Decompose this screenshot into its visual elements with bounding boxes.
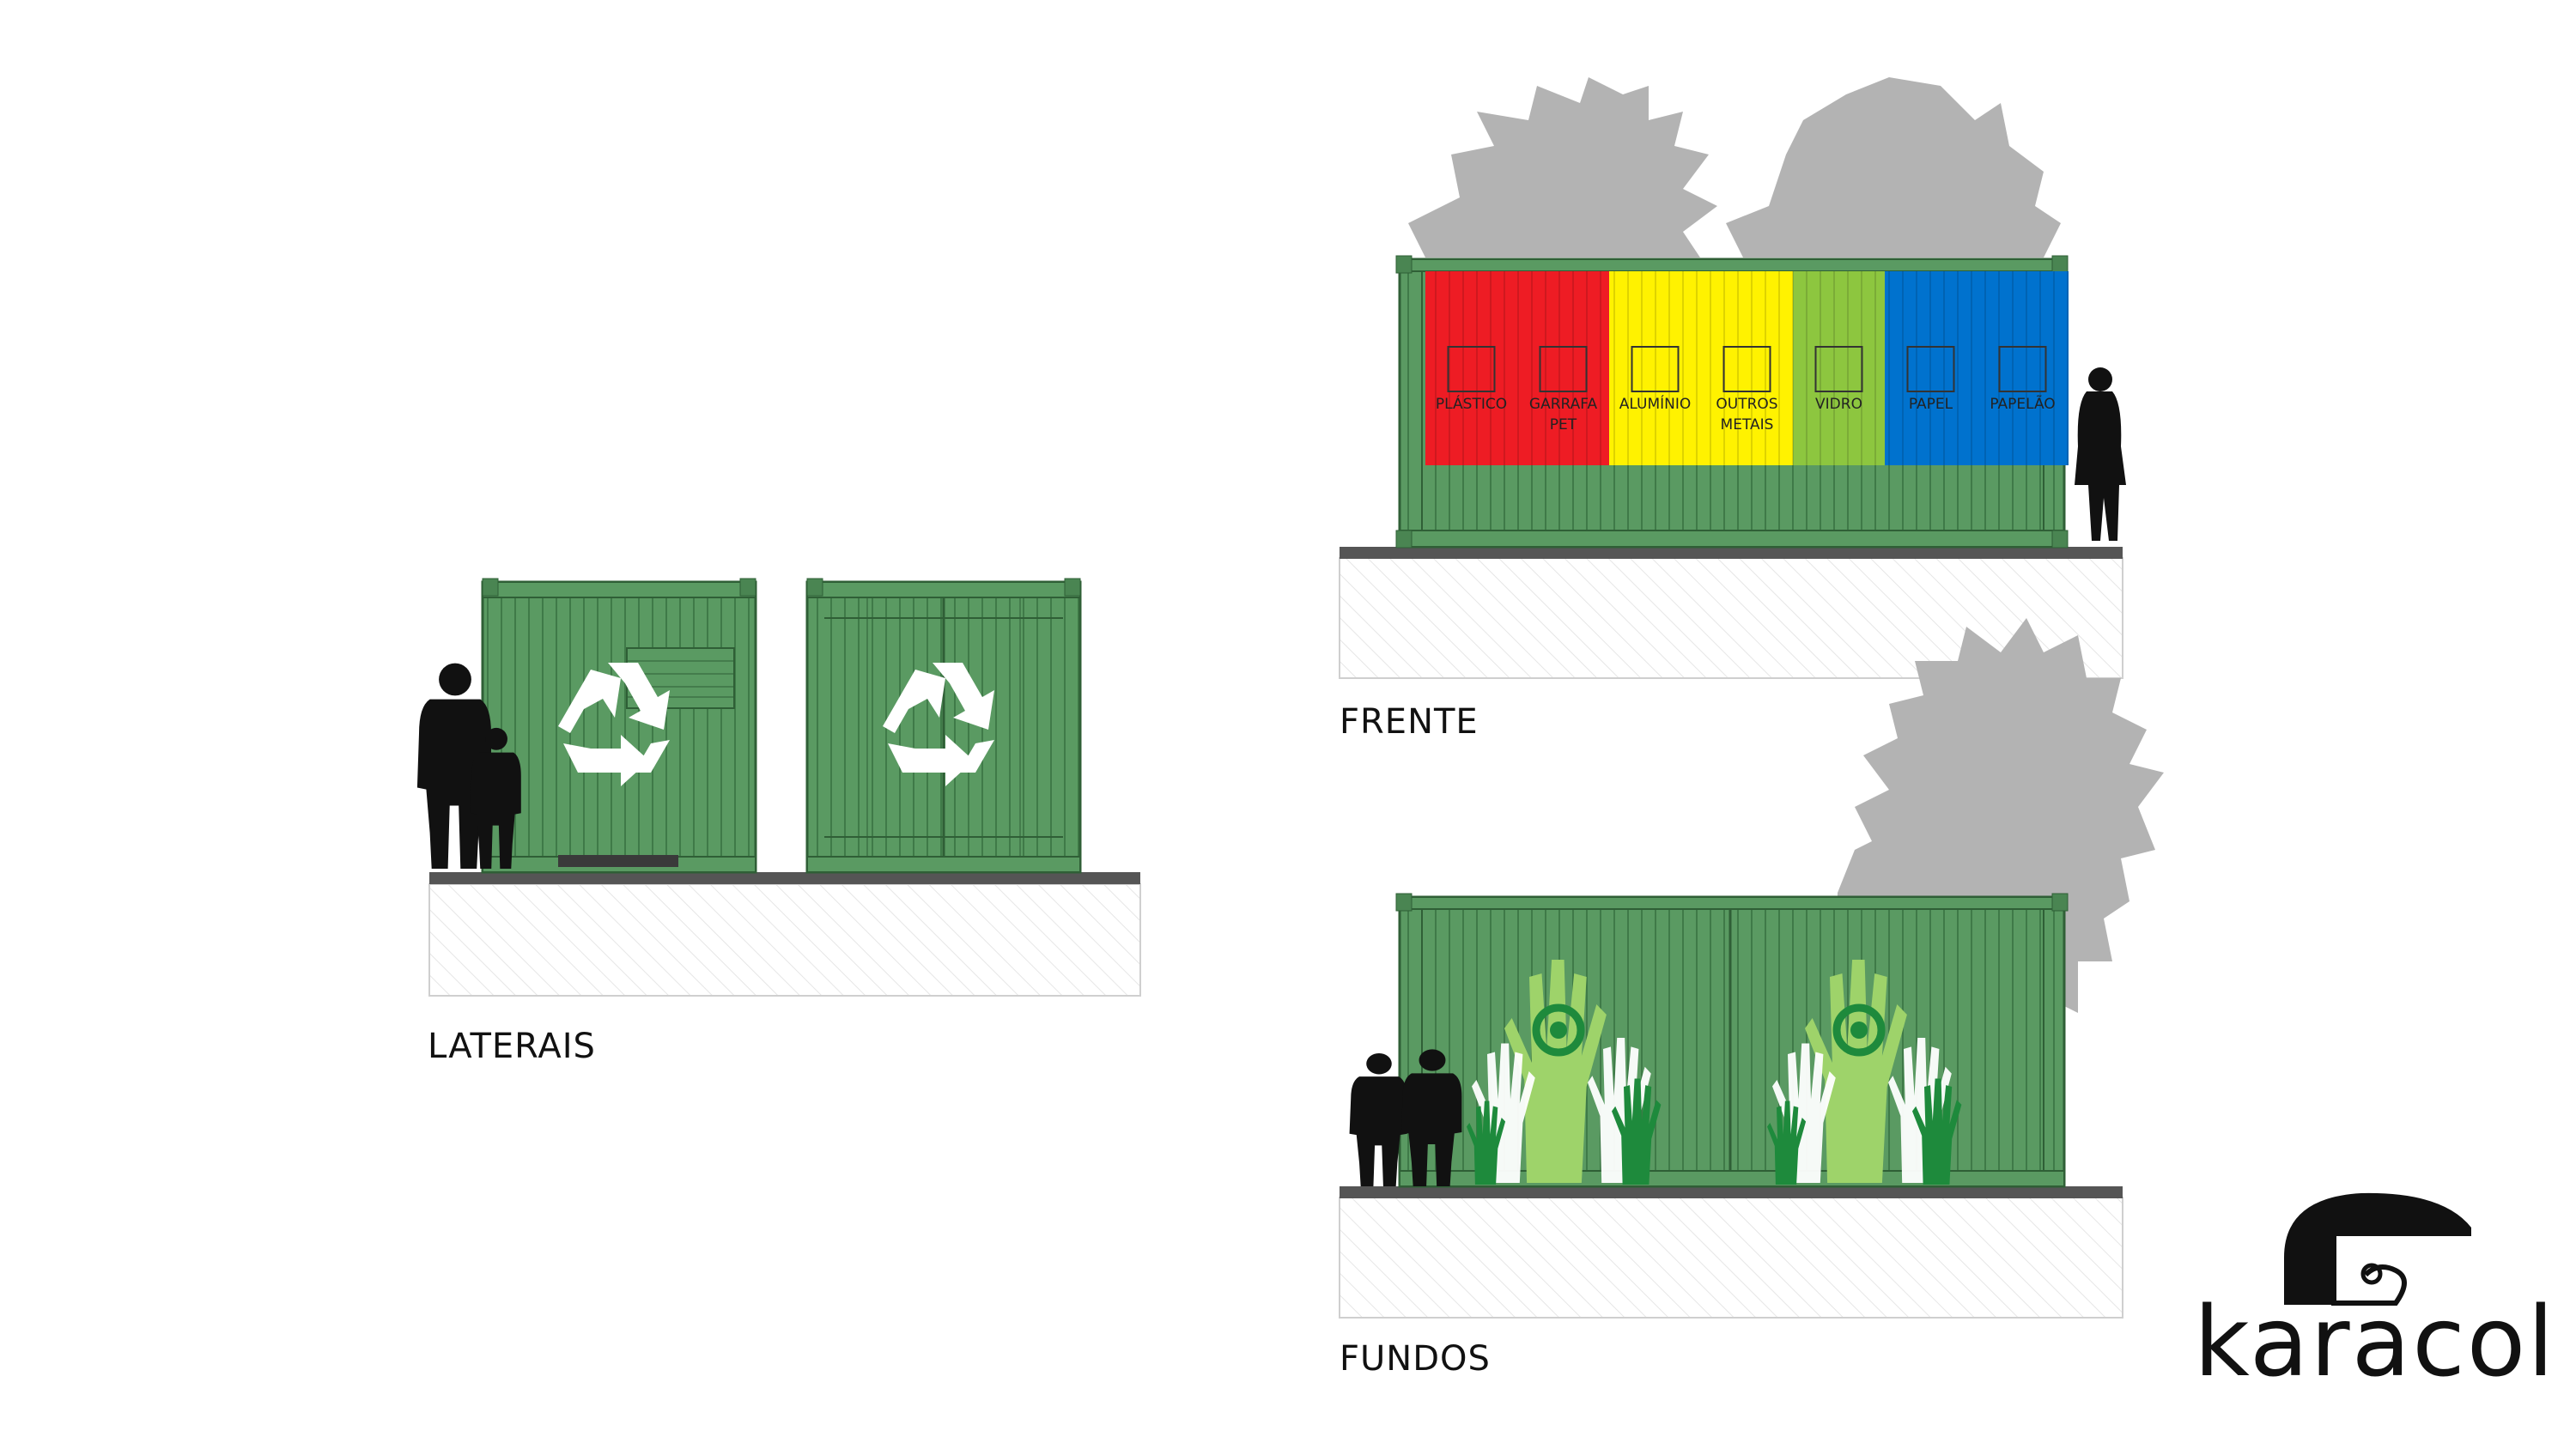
bin-panels: PLÁSTICO GARRAFA PET ALUMÍNIO OUTROS METAIS VI… <box>1425 271 2069 465</box>
bin-label: PAPEL <box>1909 396 1953 413</box>
bin-slot <box>1539 346 1588 392</box>
laterais-view <box>416 578 1141 997</box>
hands-mural-left <box>1467 960 1662 1185</box>
container-back <box>1395 893 2069 1188</box>
person-silhouette <box>2075 367 2126 541</box>
bin-label: ALUMÍNIO <box>1619 394 1692 413</box>
container-side-left <box>481 578 757 874</box>
bin-label: PET <box>1550 416 1577 433</box>
bin-slot <box>1906 346 1955 392</box>
ground-line <box>1340 547 2123 559</box>
bin-label: VIDRO <box>1815 396 1862 413</box>
bin-label: PAPELÃO <box>1990 394 2055 413</box>
bin-ribs <box>1425 271 1517 465</box>
frente-label: FRENTE <box>1340 702 1479 742</box>
hands-mural-right <box>1767 960 1962 1185</box>
bin-label: GARRAFA <box>1529 396 1598 413</box>
bin-slot <box>1631 346 1680 392</box>
bin-ribs <box>1517 271 1609 465</box>
fundos-label: FUNDOS <box>1340 1339 1491 1379</box>
bin-slot <box>1722 346 1771 392</box>
bin-ribs <box>1977 271 2069 465</box>
bin-ribs <box>1885 271 1977 465</box>
tree-silhouette <box>1408 77 2061 258</box>
recycling-container-front: PLÁSTICO GARRAFA PET ALUMÍNIO OUTROS METAIS VI… <box>1395 255 2069 549</box>
bin-slot <box>1814 346 1863 392</box>
ground-section <box>1339 1197 2123 1319</box>
bin-label: PLÁSTICO <box>1436 394 1507 413</box>
bin-slot <box>1998 346 2047 392</box>
ground-section <box>428 883 1141 997</box>
bin-ribs <box>1609 271 1701 465</box>
bin-label: OUTROS <box>1716 396 1777 413</box>
fundos-view <box>1339 618 2164 1319</box>
bin-ribs <box>1701 271 1793 465</box>
logo-text: karacol <box>2194 1287 2556 1398</box>
frente-view: PLÁSTICO GARRAFA PET ALUMÍNIO OUTROS METAIS VI… <box>1339 77 2126 679</box>
bin-slot <box>1447 346 1496 392</box>
ground-line <box>429 872 1140 884</box>
bin-ribs <box>1793 271 1885 465</box>
laterais-label: LATERAIS <box>428 1027 596 1066</box>
ground-line <box>1340 1186 2123 1198</box>
container-side-right <box>805 578 1082 874</box>
bin-label: METAIS <box>1721 416 1774 433</box>
karacol-logo <box>2284 1192 2471 1306</box>
